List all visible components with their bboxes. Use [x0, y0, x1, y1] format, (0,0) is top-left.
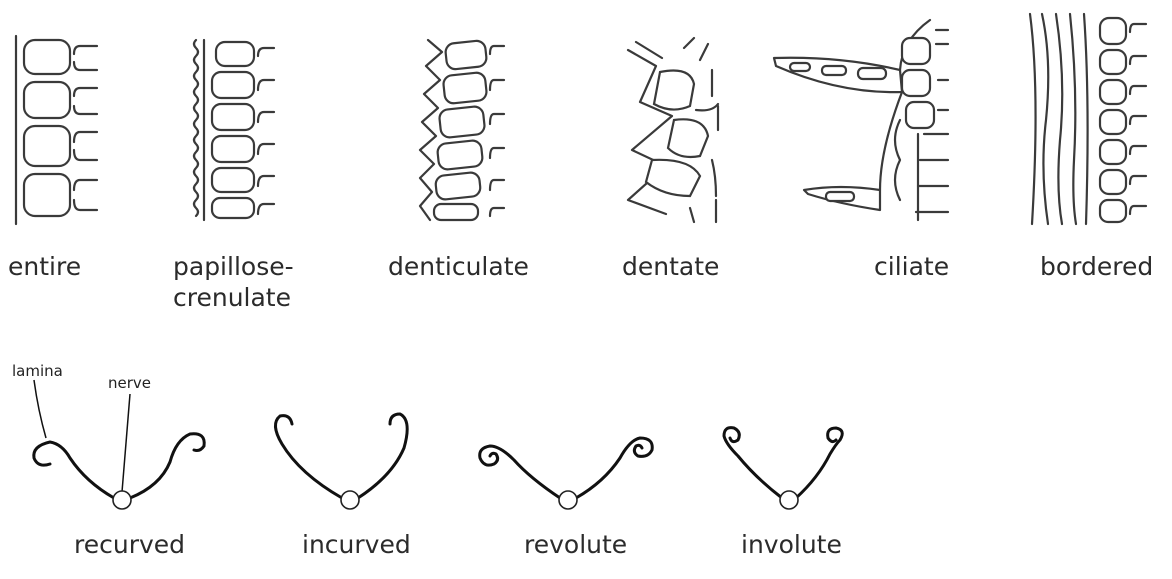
ciliate-margin-icon	[774, 20, 948, 220]
recurved-leaf-icon	[34, 434, 204, 509]
curvature-label-involute: involute	[741, 530, 842, 559]
nerve-leader-line	[122, 394, 130, 492]
involute-leaf-icon	[724, 428, 842, 509]
curvature-label-revolute: revolute	[524, 530, 627, 559]
margin-label-denticulate: denticulate	[388, 252, 529, 281]
margin-label-papillose: papillose-	[173, 252, 294, 281]
margin-label-bordered: bordered	[1040, 252, 1153, 281]
curvature-label-incurved: incurved	[302, 530, 411, 559]
papillose-crenulate-margin-icon	[194, 40, 274, 220]
entire-margin-icon	[16, 36, 97, 224]
lamina-annotation: lamina	[12, 362, 63, 380]
lamina-leader-line	[34, 380, 46, 438]
denticulate-margin-icon	[420, 40, 504, 220]
revolute-leaf-icon	[480, 438, 653, 509]
dentate-margin-icon	[628, 38, 718, 222]
margin-label-entire: entire	[8, 252, 81, 281]
margin-label-ciliate: ciliate	[874, 252, 949, 281]
bordered-margin-icon	[1030, 14, 1146, 224]
curvature-label-recurved: recurved	[74, 530, 185, 559]
nerve-annotation: nerve	[108, 374, 151, 392]
incurved-leaf-icon	[275, 414, 407, 509]
margin-label-crenulate: crenulate	[173, 283, 291, 312]
margin-label-dentate: dentate	[622, 252, 719, 281]
